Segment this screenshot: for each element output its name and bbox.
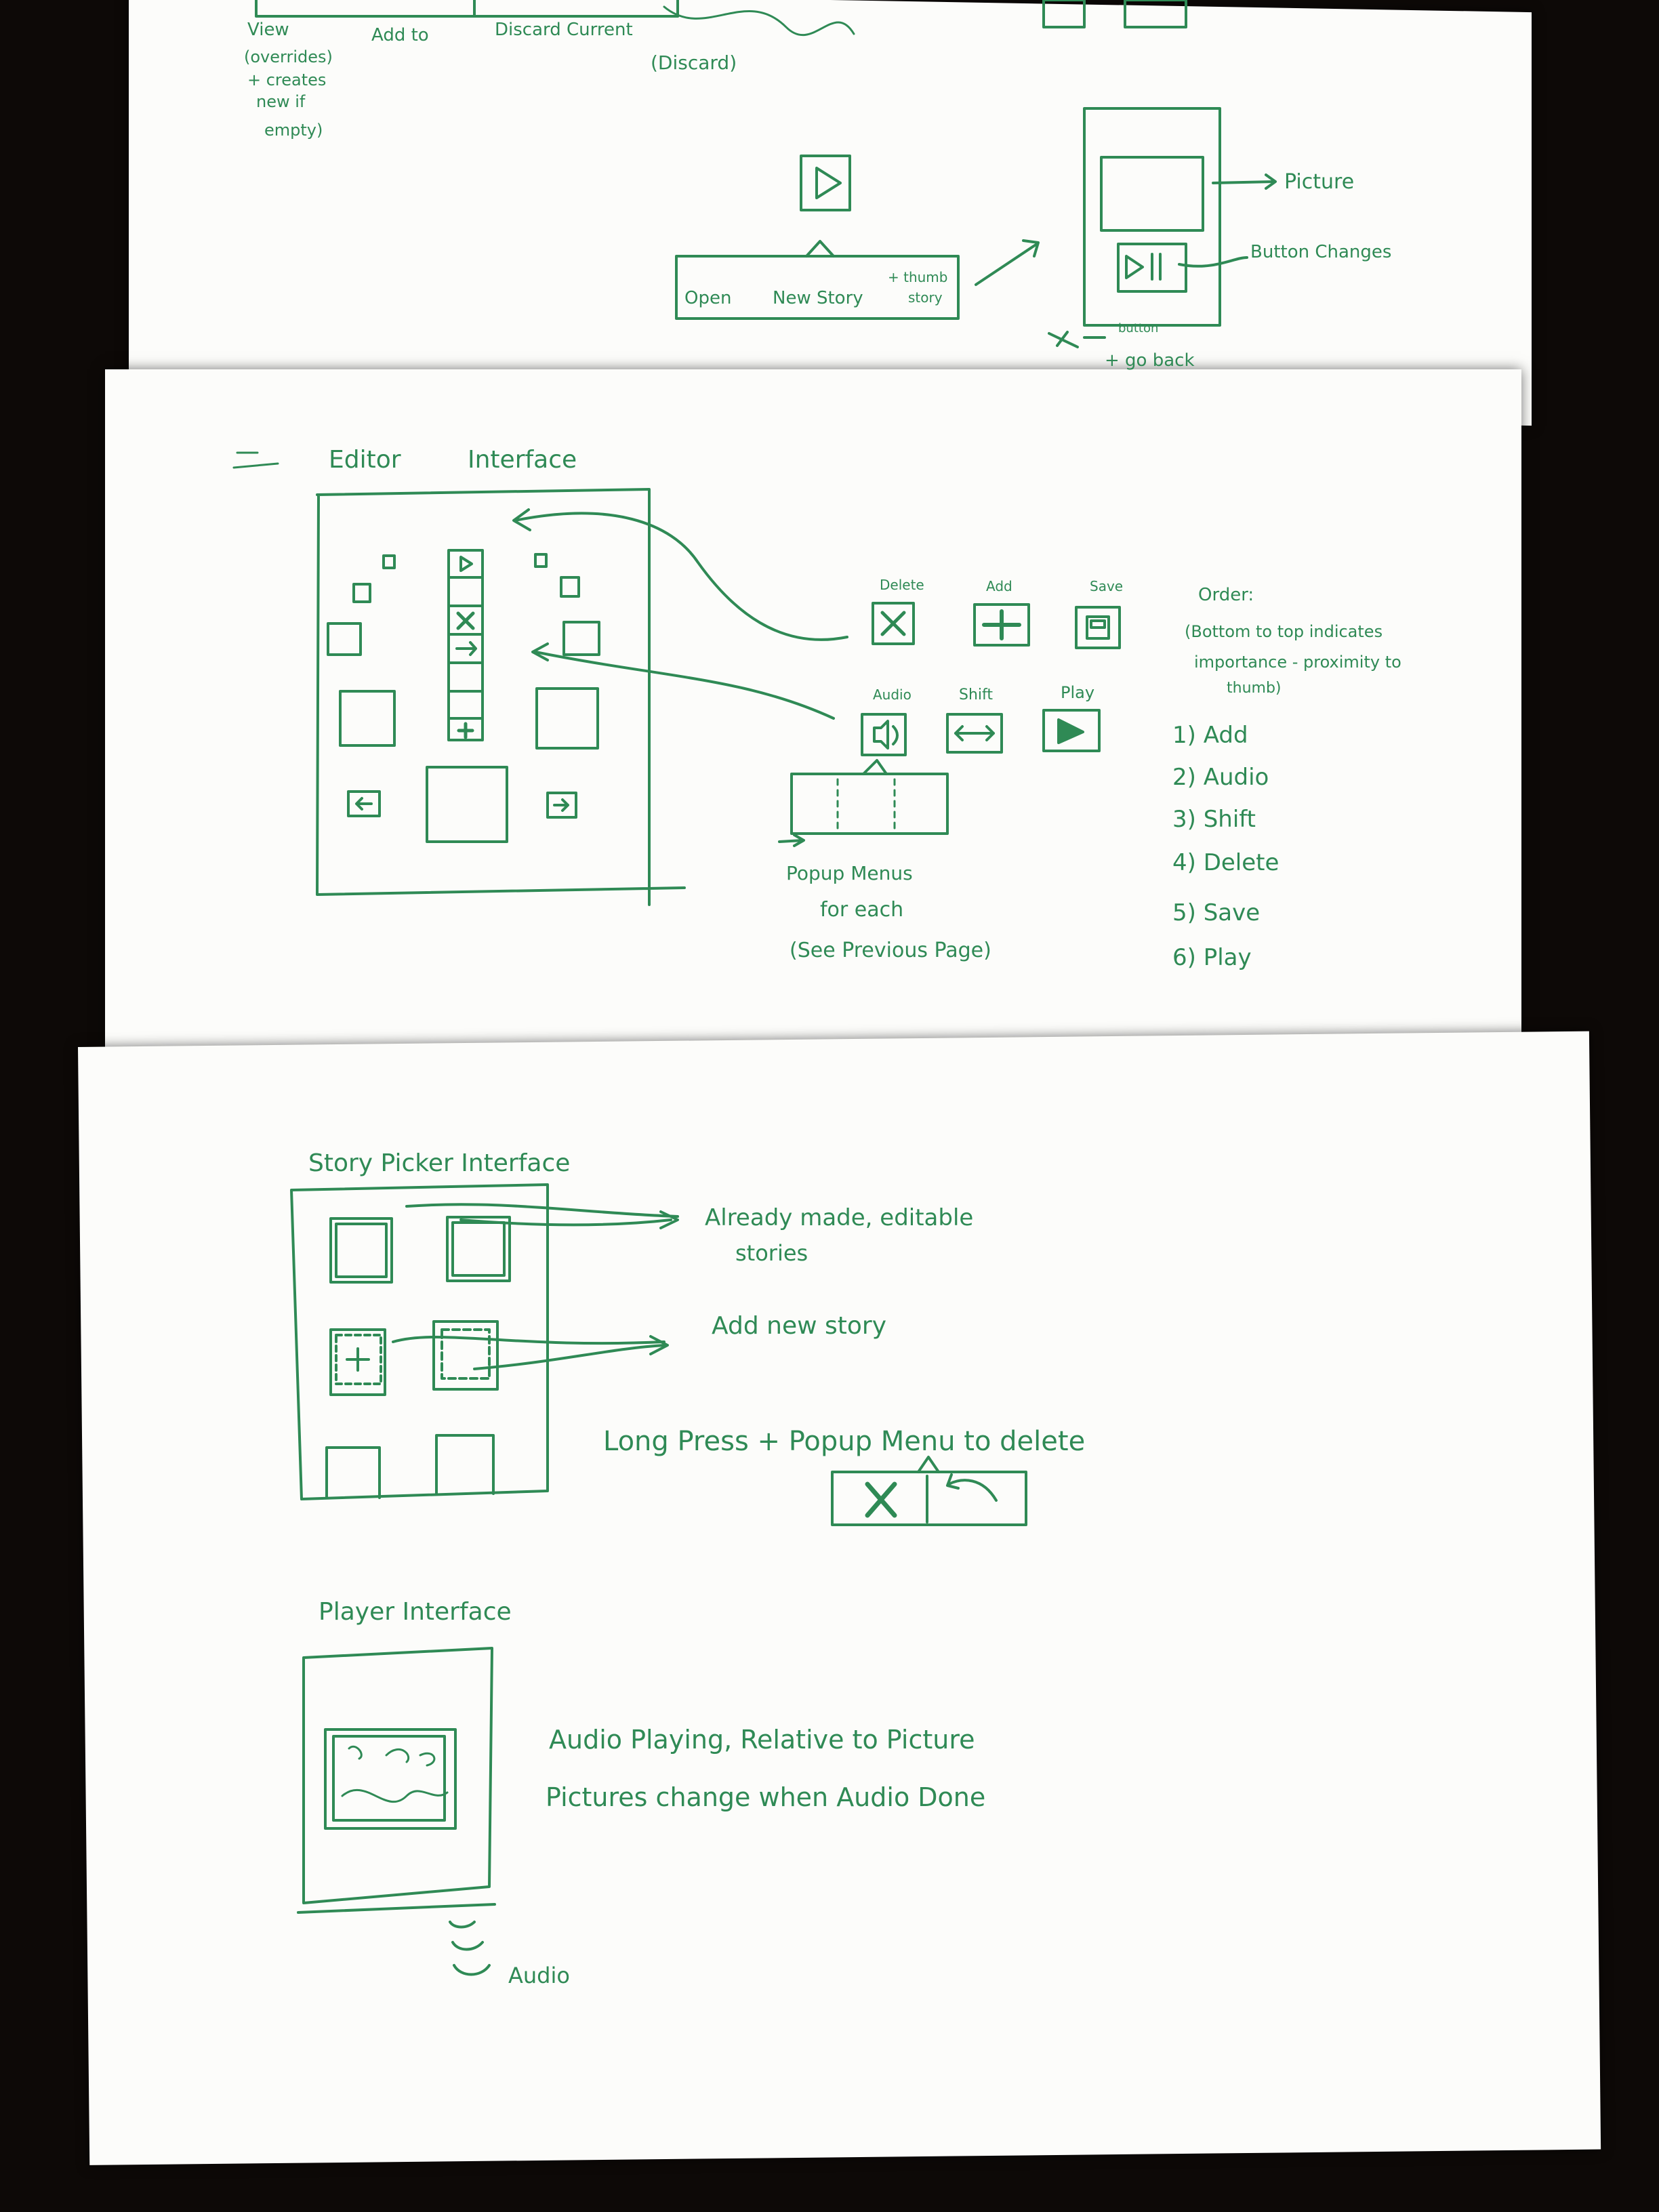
- editor-title-2: Interface: [468, 446, 577, 474]
- order-item-3: 3) Shift: [1172, 806, 1256, 833]
- icon-label-play: Play: [1061, 683, 1094, 702]
- order-item-5: 5) Save: [1172, 899, 1260, 926]
- audio-label: Audio: [508, 1963, 570, 1988]
- icon-label-shift: Shift: [959, 687, 993, 703]
- annotation-editable-1: Already made, editable: [705, 1204, 973, 1231]
- audio-icon: [861, 713, 907, 756]
- delete-popup: [831, 1471, 1027, 1526]
- annotation-add-story: Add new story: [712, 1312, 886, 1340]
- top-label-go-back-2: + go back: [1105, 350, 1195, 371]
- top-label-empty: empty): [264, 121, 323, 140]
- top-label-new-if: new if: [256, 92, 306, 111]
- order-item-4: 4) Delete: [1172, 849, 1279, 876]
- audio-waves-icon: [449, 1921, 491, 1976]
- top-label-view: View: [247, 20, 289, 40]
- top-label-discard-2: (Discard): [651, 52, 737, 74]
- top-popup-menu: [675, 255, 960, 320]
- top-label-discard: Discard Current: [495, 20, 633, 40]
- popup-note-1: Popup Menus: [786, 862, 913, 884]
- top-label-go-back-1: button: [1118, 321, 1158, 335]
- story-picker-phone: [290, 1183, 549, 1500]
- bottom-sheet-sketches: Story Picker Interface Already made, edi…: [290, 1149, 1085, 1988]
- top-play-icon: [800, 155, 851, 211]
- player-phone: [297, 1647, 496, 1914]
- order-note-1: (Bottom to top indicates: [1185, 622, 1382, 641]
- top-menu-new-story: New Story: [773, 288, 863, 308]
- top-menu-open: Open: [684, 288, 731, 308]
- long-press-note: Long Press + Popup Menu to delete: [603, 1426, 1085, 1457]
- top-label-add-to: Add to: [371, 25, 429, 45]
- icon-label-add: Add: [986, 578, 1012, 594]
- add-icon: [973, 603, 1030, 647]
- order-note-2: importance - proximity to: [1194, 653, 1401, 672]
- icon-label-delete: Delete: [880, 577, 924, 593]
- top-label-picture: Picture: [1284, 170, 1354, 194]
- order-title: Order:: [1198, 585, 1254, 605]
- popup-note-3: (See Previous Page): [790, 939, 991, 962]
- top-phone-frame: [1083, 107, 1221, 327]
- order-note-3: thumb): [1227, 680, 1282, 697]
- top-menu-story: story: [908, 289, 943, 306]
- story-picker-title: Story Picker Interface: [308, 1149, 570, 1177]
- editor-title-1: Editor: [329, 446, 401, 474]
- save-icon: [1075, 606, 1121, 649]
- player-picture: [324, 1728, 457, 1830]
- editor-popup-menu: [790, 773, 949, 835]
- editor-toolbar-column: [447, 549, 484, 741]
- top-label-creates: + creates: [247, 70, 326, 89]
- icon-label-audio: Audio: [873, 687, 912, 703]
- top-label-overrides: (overrides): [244, 47, 333, 66]
- editor-sheet-sketches: Editor Interface Delete: [232, 446, 1401, 971]
- top-sheet-sketches: View (overrides) + creates new if empty)…: [244, 0, 1391, 371]
- top-menu-thumbs: + thumb: [888, 269, 948, 285]
- shift-icon: [946, 713, 1003, 754]
- player-note-1: Audio Playing, Relative to Picture: [549, 1725, 975, 1755]
- delete-icon: [872, 602, 915, 645]
- popup-note-2: for each: [820, 898, 903, 922]
- order-item-1: 1) Add: [1172, 722, 1248, 749]
- player-note-2: Pictures change when Audio Done: [546, 1782, 985, 1812]
- order-item-2: 2) Audio: [1172, 764, 1269, 791]
- editor-phone-frame: [316, 488, 686, 906]
- icon-label-save: Save: [1090, 578, 1123, 594]
- top-label-button-changes: Button Changes: [1250, 242, 1391, 262]
- play-icon: [1042, 709, 1101, 752]
- annotation-editable-2: stories: [735, 1240, 808, 1266]
- player-title: Player Interface: [319, 1598, 512, 1626]
- order-item-6: 6) Play: [1172, 944, 1252, 971]
